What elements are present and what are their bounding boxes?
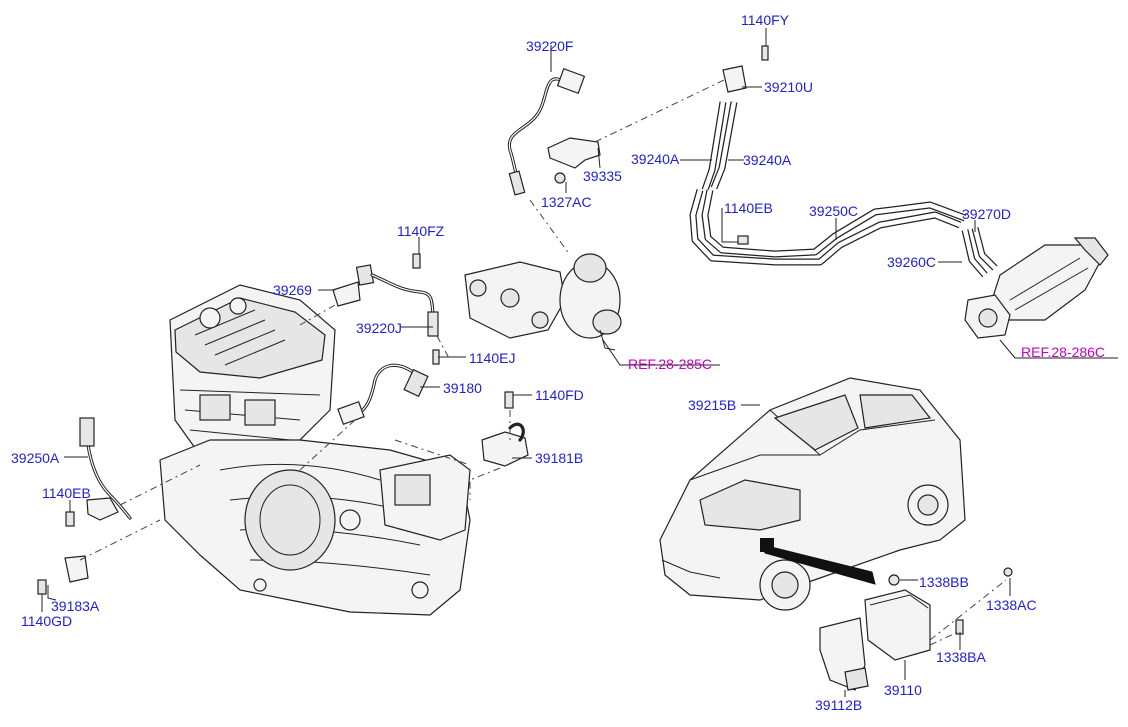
- part-label-39215B[interactable]: 39215B: [688, 397, 737, 413]
- part-label-1140EJ[interactable]: 1140EJ: [469, 350, 516, 366]
- oxygen-sensor-lower-illustration: [332, 253, 439, 337]
- part-label-39180[interactable]: 39180: [443, 380, 482, 396]
- part-label-39183A[interactable]: 39183A: [51, 598, 100, 614]
- part-label-39270D[interactable]: 39270D: [962, 206, 1012, 222]
- ecu-illustration: [819, 567, 1013, 691]
- reference-label-28-285C[interactable]: REF.28-285C: [628, 356, 713, 372]
- part-label-39250A[interactable]: 39250A: [11, 450, 60, 466]
- part-label-1140FZ[interactable]: 1140FZ: [397, 223, 445, 239]
- catalytic-converter-illustration: [964, 237, 1109, 339]
- part-label-39210U[interactable]: 39210U: [764, 79, 814, 95]
- reference-label-28-286C[interactable]: REF.28-286C: [1021, 344, 1106, 360]
- part-label-39181B[interactable]: 39181B: [535, 450, 584, 466]
- part-label-1140FY[interactable]: 1140FY: [741, 12, 789, 28]
- vehicle-illustration: [659, 377, 966, 611]
- part-label-39250C[interactable]: 39250C: [809, 203, 859, 219]
- part-label-1140FD[interactable]: 1140FD: [535, 387, 584, 403]
- part-label-1140GD[interactable]: 1140GD: [21, 613, 73, 629]
- part-label-39269[interactable]: 39269: [273, 282, 312, 298]
- part-label-1327AC[interactable]: 1327AC: [541, 194, 592, 210]
- part-label-1338BA[interactable]: 1338BA: [936, 649, 986, 665]
- leader-lines: [41, 28, 1118, 697]
- part-label-39240A-left[interactable]: 39240A: [631, 151, 680, 167]
- sensor-bracket-and-tubes-illustration: [689, 45, 998, 278]
- part-label-39110[interactable]: 39110: [884, 682, 922, 698]
- guide-lines: [79, 79, 1007, 646]
- turbocharger-illustration: [464, 253, 622, 351]
- part-label-1338BB[interactable]: 1338BB: [919, 574, 969, 590]
- part-label-39240A-right[interactable]: 39240A: [743, 152, 792, 168]
- crank-sensor-illustration: [37, 417, 132, 595]
- part-label-39335[interactable]: 39335: [583, 168, 622, 184]
- part-label-39220F[interactable]: 39220F: [526, 38, 574, 54]
- part-label-39260C[interactable]: 39260C: [887, 254, 937, 270]
- part-label-39112B[interactable]: 39112B: [815, 697, 863, 713]
- part-label-1140EB-left[interactable]: 1140EB: [42, 485, 91, 501]
- part-label-1140EB-top[interactable]: 1140EB: [724, 200, 773, 216]
- oxygen-sensor-upper-illustration: [507, 68, 601, 196]
- part-label-1338AC[interactable]: 1338AC: [986, 597, 1037, 613]
- engine-assembly-illustration: [159, 284, 471, 616]
- part-label-39220J[interactable]: 39220J: [356, 320, 402, 336]
